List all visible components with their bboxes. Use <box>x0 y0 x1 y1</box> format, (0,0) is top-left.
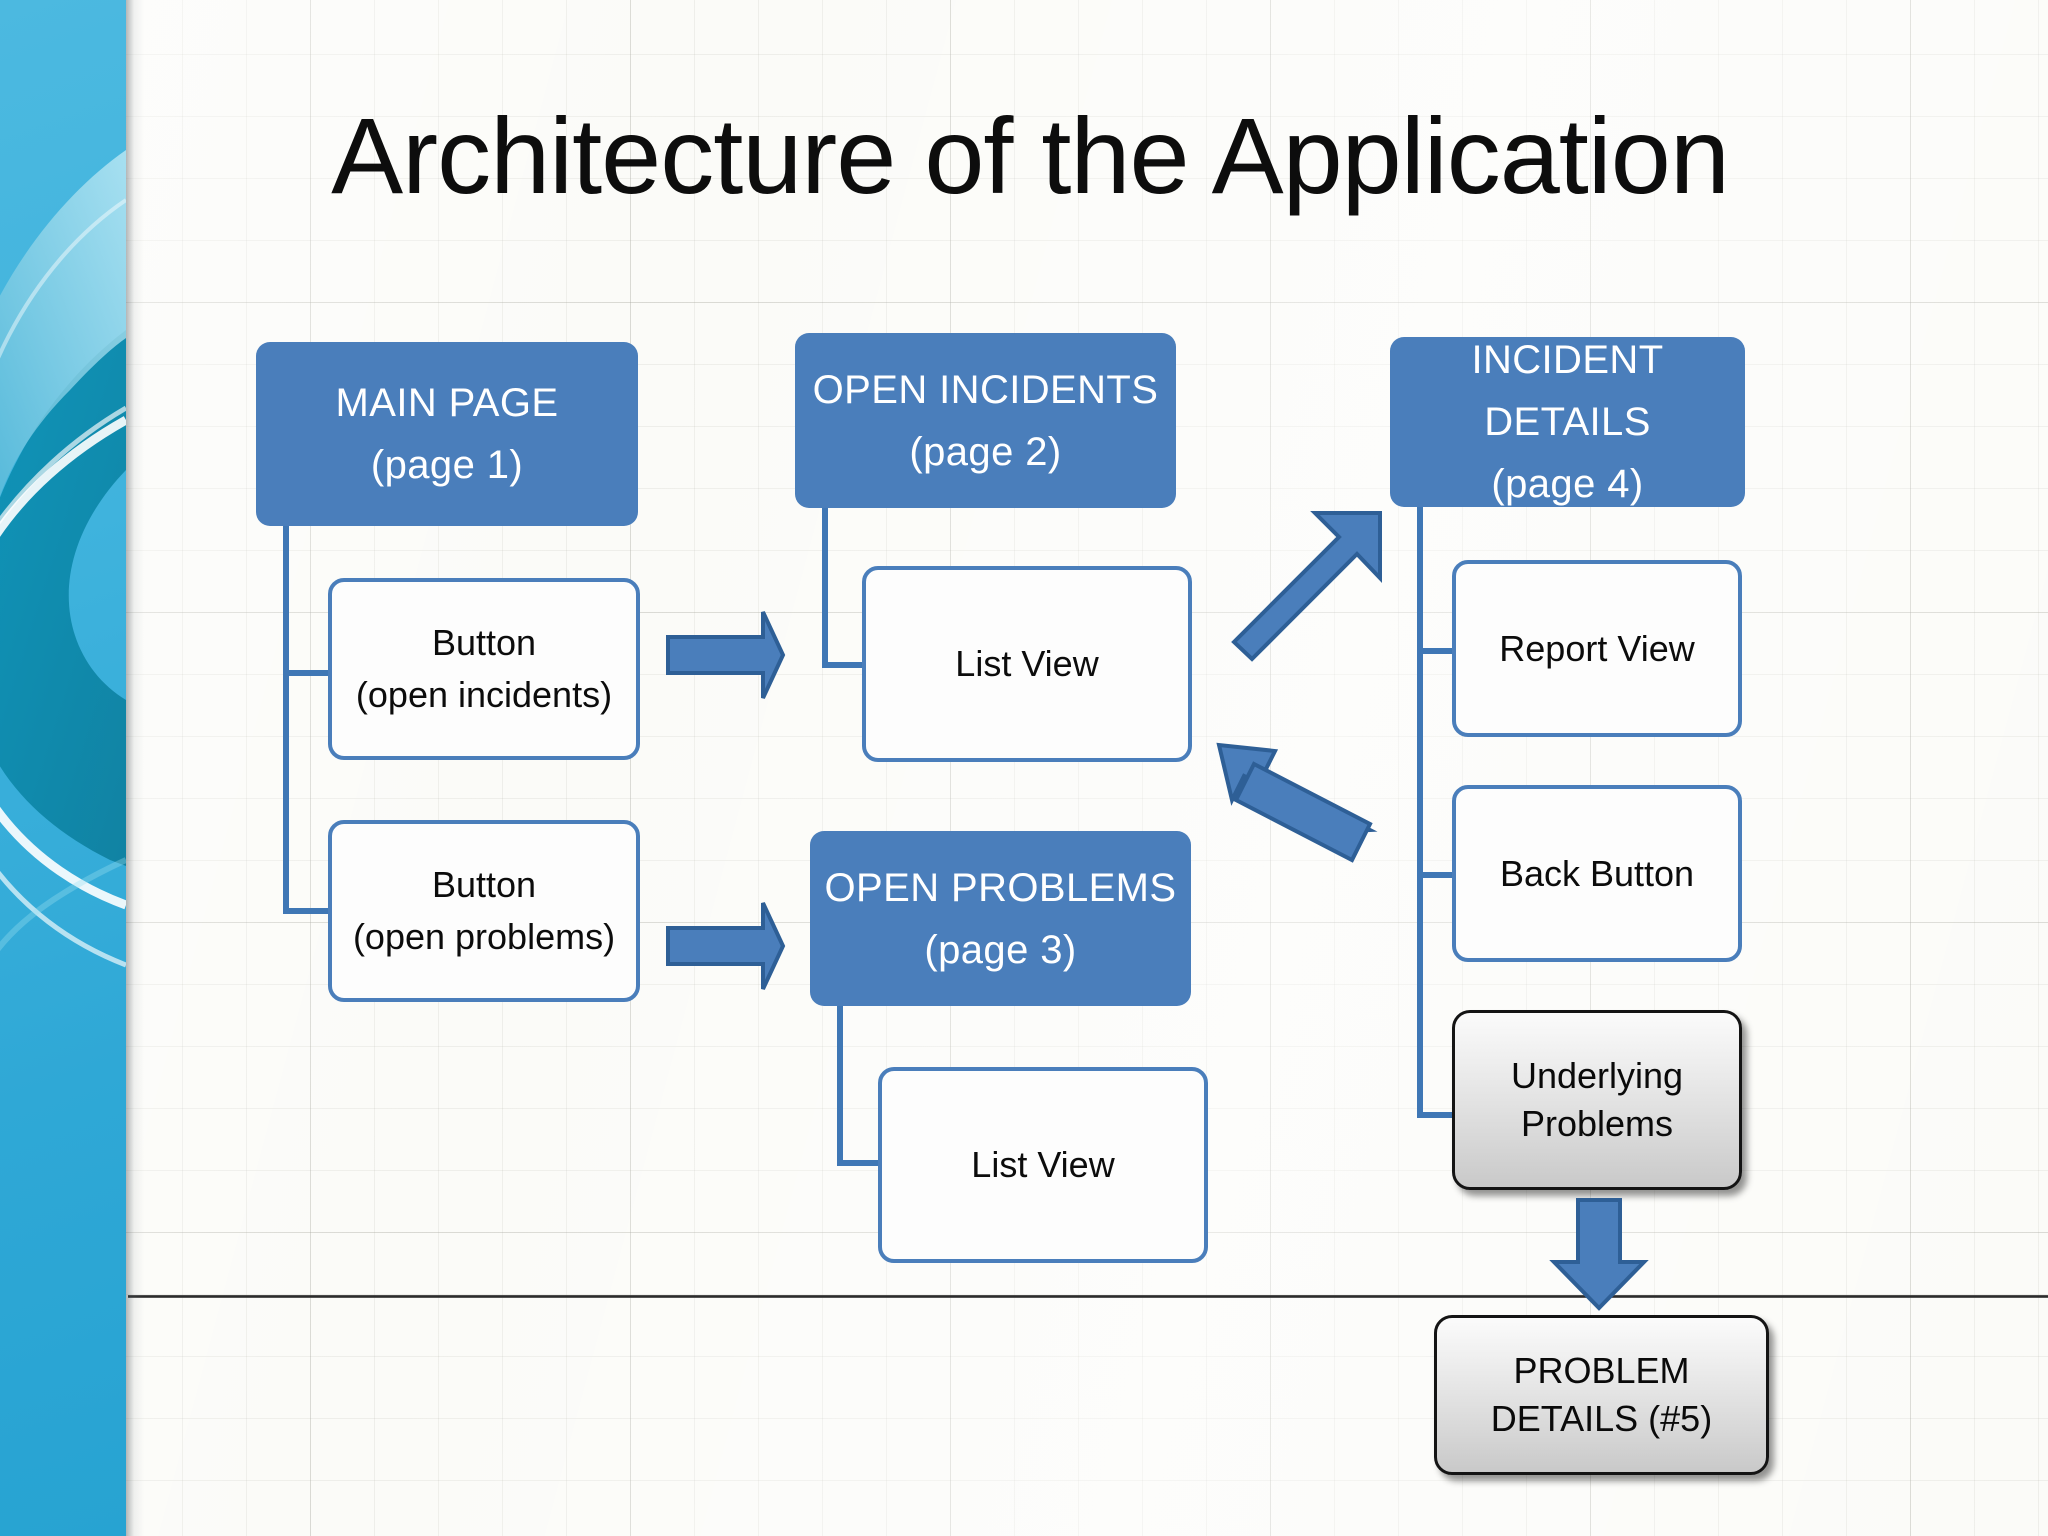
node-button-open-incidents-line1: Button <box>431 622 537 663</box>
connector-main-to-incidents <box>283 670 333 676</box>
node-incidents-list-view[interactable]: List View <box>862 566 1192 762</box>
node-report-view[interactable]: Report View <box>1452 560 1742 737</box>
node-back-button[interactable]: Back Button <box>1452 785 1742 962</box>
connector-details-vertical <box>1417 507 1423 1115</box>
node-report-view-label: Report View <box>1499 627 1695 669</box>
node-problem-details-line2: DETAILS (#5) <box>1490 1398 1713 1439</box>
connector-details-to-report <box>1417 648 1457 654</box>
node-open-problems-line1: OPEN PROBLEMS <box>824 865 1177 910</box>
node-problems-list-view-label: List View <box>971 1144 1115 1185</box>
connector-details-to-back <box>1417 872 1457 878</box>
node-problems-list-view[interactable]: List View <box>878 1067 1208 1263</box>
sidebar-swoosh-icon <box>0 150 126 968</box>
node-problem-details-line1: PROBLEM <box>1513 1350 1690 1391</box>
connector-incidents-to-list <box>822 662 866 668</box>
node-problem-details[interactable]: PROBLEM DETAILS (#5) <box>1434 1315 1769 1475</box>
node-incident-details[interactable]: INCIDENT DETAILS (page 4) <box>1390 337 1745 507</box>
node-open-incidents[interactable]: OPEN INCIDENTS (page 2) <box>795 333 1176 508</box>
connector-problems-to-list <box>837 1160 881 1166</box>
sidebar-decoration <box>0 0 126 1536</box>
node-incident-details-line1: INCIDENT DETAILS <box>1471 338 1664 444</box>
node-main-page[interactable]: MAIN PAGE (page 1) <box>256 342 638 526</box>
node-button-open-incidents[interactable]: Button (open incidents) <box>328 578 640 760</box>
connector-main-vertical <box>283 526 289 914</box>
node-incidents-list-view-label: List View <box>955 643 1099 684</box>
sidebar-edge-shadow <box>126 0 144 1536</box>
node-underlying-problems-line1: Underlying <box>1510 1055 1684 1096</box>
node-button-open-incidents-line2: (open incidents) <box>355 674 613 715</box>
node-incident-details-line2: (page 4) <box>1491 462 1644 506</box>
page-title: Architecture of the Application <box>331 95 1730 216</box>
node-main-page-line1: MAIN PAGE <box>335 381 559 425</box>
node-button-open-problems[interactable]: Button (open problems) <box>328 820 640 1002</box>
node-main-page-line2: (page 1) <box>370 443 524 487</box>
connector-main-to-problems <box>283 908 333 914</box>
node-open-incidents-line2: (page 2) <box>909 429 1062 474</box>
node-underlying-problems[interactable]: Underlying Problems <box>1452 1010 1742 1190</box>
bottom-rule <box>128 1295 2048 1298</box>
node-open-incidents-line1: OPEN INCIDENTS <box>812 367 1159 412</box>
connector-problems-vertical <box>837 1006 843 1166</box>
connector-incidents-vertical <box>822 508 828 668</box>
node-open-problems-line2: (page 3) <box>924 927 1077 972</box>
node-underlying-problems-line2: Problems <box>1520 1103 1674 1144</box>
connector-details-to-underlying <box>1417 1112 1457 1118</box>
node-open-problems[interactable]: OPEN PROBLEMS (page 3) <box>810 831 1191 1006</box>
node-button-open-problems-line2: (open problems) <box>352 916 616 957</box>
node-button-open-problems-line1: Button <box>431 864 537 905</box>
node-back-button-label: Back Button <box>1499 852 1695 894</box>
